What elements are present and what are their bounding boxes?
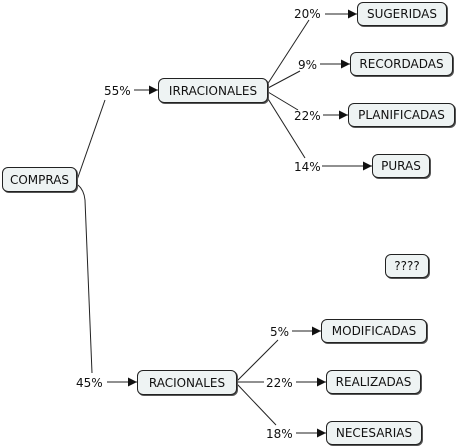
edge-compras-racionales-a — [77, 184, 93, 374]
node-sugeridas[interactable]: SUGERIDAS — [357, 2, 447, 26]
node-modificadas[interactable]: MODIFICADAS — [321, 319, 427, 343]
edge-compras-irracionales-a — [76, 99, 106, 181]
percent-modificadas: 5% — [270, 325, 290, 339]
node-compras[interactable]: COMPRAS — [2, 167, 77, 192]
edge-irr-planificadas-a — [267, 91, 299, 111]
percent-recordadas: 9% — [298, 58, 318, 72]
node-planificadas[interactable]: PLANIFICADAS — [348, 103, 455, 127]
node-realizadas[interactable]: REALIZADAS — [326, 370, 421, 394]
edge-rac-necesarias-a — [236, 383, 277, 426]
percent-planificadas: 22% — [294, 109, 321, 123]
percent-sugeridas: 20% — [294, 7, 321, 21]
node-racionales[interactable]: RACIONALES — [137, 370, 237, 395]
percent-necesarias: 18% — [266, 427, 293, 441]
node-irracionales[interactable]: IRRACIONALES — [158, 78, 268, 103]
edge-irr-puras-a — [264, 93, 306, 159]
edge-irr-recordadas-a — [267, 70, 301, 89]
edge-irr-sugeridas-a — [264, 19, 310, 89]
node-unknown[interactable]: ???? — [385, 254, 429, 278]
percent-realizadas: 22% — [266, 376, 293, 390]
percent-puras: 14% — [294, 160, 321, 174]
node-puras[interactable]: PURAS — [372, 154, 430, 178]
edge-rac-modificadas-a — [236, 339, 279, 382]
percent-racionales: 45% — [76, 376, 103, 390]
percent-irracionales: 55% — [104, 84, 131, 98]
node-necesarias[interactable]: NECESARIAS — [326, 421, 422, 445]
node-recordadas[interactable]: RECORDADAS — [350, 52, 453, 76]
